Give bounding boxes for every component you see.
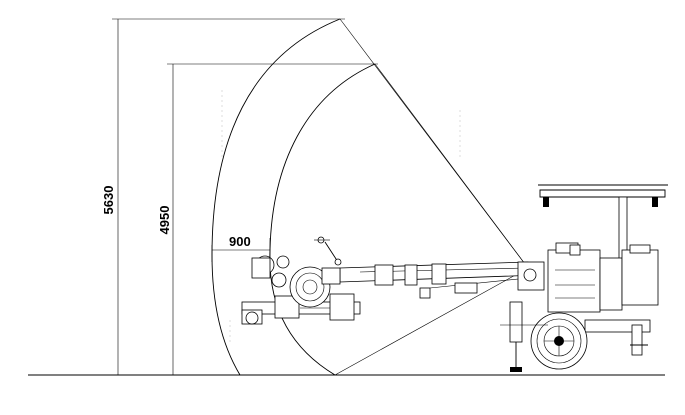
construction-marks: [221, 90, 461, 345]
dimension-max-height: 5630: [101, 18, 345, 375]
feed-beam: [241, 293, 361, 325]
carrier-wheel: [530, 312, 588, 370]
inner-reach-envelope: [269, 63, 529, 376]
carrier-body: [547, 242, 659, 356]
front-stabilizer: [500, 301, 548, 372]
drilling-boom: [339, 261, 545, 299]
dimension-reach-height: 4950: [157, 63, 378, 375]
dimension-reach-height-label: 4950: [157, 206, 172, 235]
dimension-max-height-label: 5630: [101, 186, 116, 215]
dimension-front-offset-label: 900: [229, 234, 251, 249]
drill-head: [251, 236, 342, 308]
